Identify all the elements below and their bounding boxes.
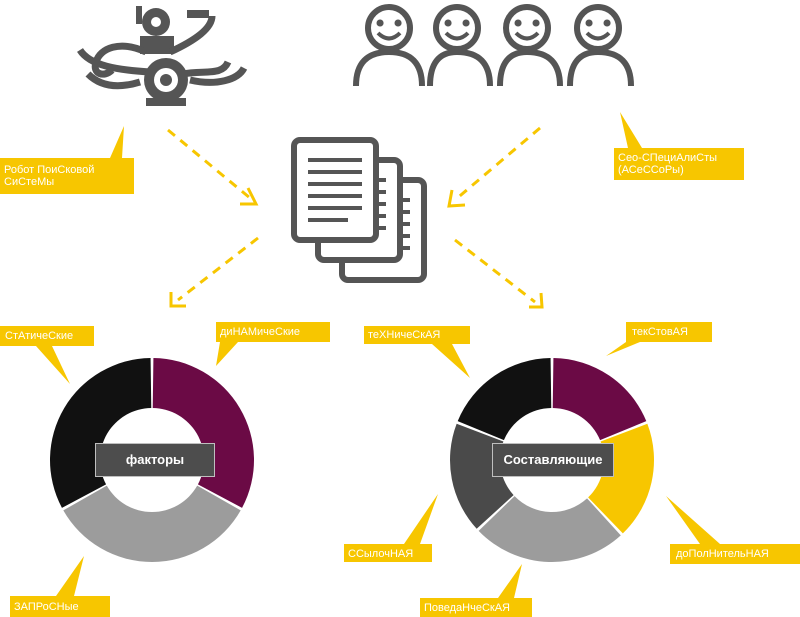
person-icon bbox=[353, 4, 425, 87]
robot-antenna-right bbox=[187, 10, 209, 18]
arrow-docs-to-components bbox=[454, 238, 536, 304]
document-icon bbox=[291, 137, 379, 243]
callout-queries-text: ЗАПРоСНые bbox=[14, 601, 79, 613]
callout-link-text: ССылочНАЯ bbox=[348, 548, 414, 560]
callout-text-text: текСтовАЯ bbox=[632, 326, 688, 338]
robot-arm bbox=[181, 60, 232, 78]
callout-behavioral bbox=[420, 564, 532, 617]
callout-robot-text: Робот ПоиСковой СиСтеМы bbox=[4, 164, 95, 188]
person-icon bbox=[427, 4, 493, 87]
robot-arm bbox=[77, 47, 151, 76]
arrow-head bbox=[169, 292, 186, 308]
callout-link bbox=[344, 494, 438, 562]
callout-dynamic-text: диНАМичеСкие bbox=[220, 326, 301, 338]
callout-static-text: СтАтичеСкие bbox=[5, 330, 74, 342]
donut-0-slice-1 bbox=[63, 485, 241, 563]
donut-1-slice-2 bbox=[478, 496, 621, 563]
callout-text bbox=[606, 322, 712, 356]
robot-eye bbox=[151, 17, 161, 27]
arrow-robot-to-docs bbox=[167, 128, 251, 200]
callout-static bbox=[0, 326, 94, 384]
robot-tentacle bbox=[189, 66, 248, 86]
donut-0-slice-2 bbox=[49, 358, 152, 508]
robot-base bbox=[146, 98, 186, 106]
donut-center-label-factors: факторы bbox=[95, 443, 215, 477]
callout-additional bbox=[666, 496, 800, 564]
documents-stack-icon bbox=[291, 137, 427, 283]
robot-tentacle bbox=[85, 71, 142, 90]
robot-antenna-left bbox=[136, 6, 142, 24]
robot-neck bbox=[140, 36, 174, 54]
person-icon bbox=[497, 4, 563, 87]
arrow-seo-to-docs bbox=[454, 126, 541, 202]
donut-0-slice-0 bbox=[152, 358, 254, 508]
arrow-head bbox=[529, 292, 544, 309]
callout-seo-text: Сео-СПециАлиСты (АСеССоРы) bbox=[618, 152, 718, 176]
donut-1-slice-4 bbox=[457, 358, 552, 441]
person-icon bbox=[567, 4, 634, 87]
donut-charts bbox=[49, 358, 654, 563]
callout-behavioral-text: ПоведаНчеСкАЯ bbox=[424, 602, 510, 614]
arrow-heads bbox=[169, 187, 544, 309]
flow-arrows bbox=[167, 126, 541, 304]
arrow-docs-to-factors bbox=[177, 236, 259, 302]
callout-seo bbox=[614, 112, 744, 180]
callout-robot bbox=[0, 126, 134, 194]
robot-gear-hub bbox=[160, 74, 172, 86]
search-engine-robot-icon bbox=[77, 6, 248, 106]
donut-1-slice-0 bbox=[552, 358, 647, 441]
callout-technical-text: теХНичеСкАЯ bbox=[368, 329, 441, 341]
arrow-head bbox=[447, 189, 466, 208]
callouts bbox=[0, 112, 800, 617]
callout-additional-text: доПолНительНАЯ bbox=[676, 548, 769, 560]
donut-center-label-components: Составляющие bbox=[492, 443, 614, 477]
callout-dynamic bbox=[216, 322, 330, 366]
robot-arm bbox=[168, 15, 216, 56]
seo-specialists-people-icon bbox=[353, 4, 634, 87]
arrow-head bbox=[240, 187, 259, 206]
callout-queries bbox=[10, 556, 110, 617]
callout-technical bbox=[364, 326, 470, 378]
